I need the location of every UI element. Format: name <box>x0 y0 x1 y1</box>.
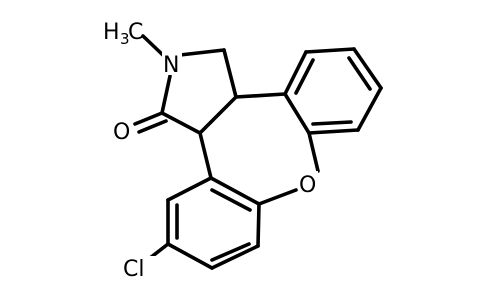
bond-upper-ring-6 <box>283 92 311 135</box>
ether-oxygen-label: O <box>299 173 316 198</box>
bond-n-ch2 <box>178 48 226 57</box>
chlorine-bg <box>122 256 156 280</box>
ether-oxygen-bg <box>298 171 318 195</box>
methyl-subscript-label: 3 <box>120 30 130 48</box>
methyl-h-label: H <box>103 20 120 45</box>
bond-ch-ring-bottom <box>198 131 213 180</box>
bond-n-carbonyl-c <box>160 74 172 115</box>
nitrogen-bg <box>162 51 182 75</box>
methyl-c-label: C <box>128 20 143 45</box>
bond-methyl-n <box>141 34 167 59</box>
bond-upper-ring-4 <box>356 86 383 132</box>
bond-upper-ring-1 <box>283 50 308 96</box>
bond-lower-inner-2 <box>210 242 251 262</box>
bond-c-o-double-2 <box>137 119 168 134</box>
bond-ch-ch <box>198 95 238 135</box>
bond-upper-inner-3 <box>311 120 353 126</box>
bond-upper-ring-2 <box>304 47 356 54</box>
bond-c-o-double-1 <box>133 111 164 126</box>
bond-carbonyl-c-ch <box>160 111 202 135</box>
bond-lower-ring-4 <box>166 242 214 270</box>
nitrogen-label: N <box>163 53 179 78</box>
bond-lower-ring-2 <box>256 202 261 248</box>
carbonyl-oxygen-bg <box>112 118 132 142</box>
bond-ch2-ch <box>222 48 238 99</box>
bond-ch-ring-top <box>234 92 287 99</box>
chlorine-label: Cl <box>123 257 144 282</box>
bond-upper-ring-5 <box>307 128 360 135</box>
bond-lower-inner-1 <box>210 188 252 212</box>
bond-lower-ring-6 <box>166 176 213 202</box>
bond-ring-o-upper <box>307 131 320 173</box>
bond-ring-o-lower <box>257 188 298 206</box>
carbonyl-oxygen-label: O <box>113 120 130 145</box>
bond-upper-ring-3 <box>352 47 383 90</box>
bond-lower-ring-3 <box>210 244 260 270</box>
bond-c-cl <box>148 242 170 260</box>
bond-upper-inner-2 <box>347 56 372 91</box>
bond-lower-ring-1 <box>209 176 261 206</box>
bond-upper-inner-1 <box>294 58 315 95</box>
bonds <box>133 34 383 270</box>
atom-labels: H 3 C N O O Cl <box>103 20 318 282</box>
